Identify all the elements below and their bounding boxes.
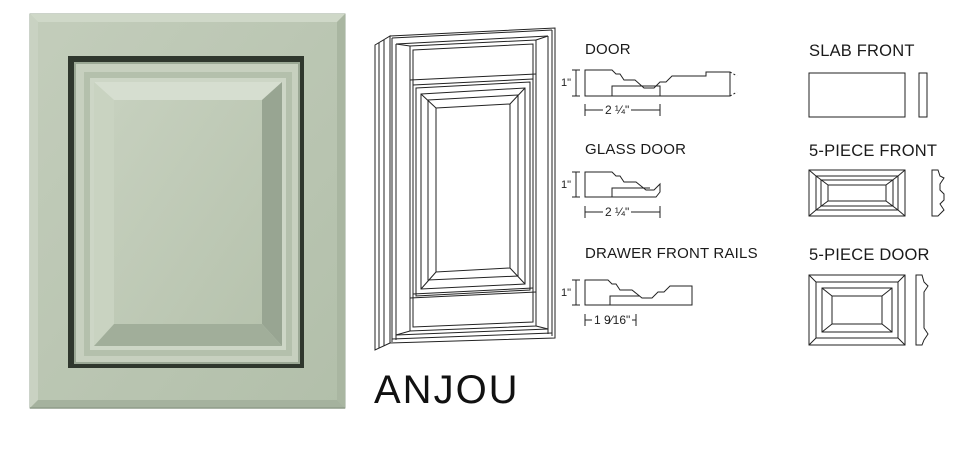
slab-front-edge	[918, 72, 928, 118]
door-width-dim: 2 ¼"	[603, 103, 632, 117]
door-height-dim: 1"	[561, 77, 572, 89]
five-piece-door-drawing	[808, 274, 906, 346]
drawer-rails-width-dim: 1 9⁄16"	[592, 313, 633, 327]
panel-top-bevel	[94, 82, 282, 100]
label-drawer-front-rails: DRAWER FRONT RAILS	[585, 245, 758, 262]
label-door: DOOR	[585, 41, 631, 58]
door-drawing-front	[389, 27, 556, 344]
product-title: ANJOU	[374, 368, 520, 412]
glass-door-width-dim: 2 ¼"	[603, 205, 632, 219]
five-piece-front-edge	[931, 169, 945, 217]
door-top-bevel	[30, 14, 345, 22]
door-right-bevel	[337, 14, 345, 408]
door-left-bevel	[30, 14, 38, 408]
panel-bottom-bevel	[94, 324, 282, 346]
drawer-rails-height-dim: 1"	[561, 287, 572, 299]
door-profile	[572, 69, 738, 116]
five-piece-door-edge	[915, 274, 929, 346]
five-piece-front-drawing	[808, 169, 906, 217]
label-five-piece-front: 5-PIECE FRONT	[809, 142, 938, 160]
label-slab-front: SLAB FRONT	[809, 42, 915, 60]
door-bottom-bevel	[30, 400, 345, 408]
panel-right-bevel	[262, 82, 282, 346]
panel-left-bevel	[94, 82, 114, 346]
glass-door-height-dim: 1"	[561, 179, 572, 191]
label-five-piece-door: 5-PIECE DOOR	[809, 246, 930, 264]
slab-front-drawing	[808, 72, 906, 118]
label-glass-door: GLASS DOOR	[585, 141, 687, 158]
door-center-panel	[114, 100, 262, 324]
